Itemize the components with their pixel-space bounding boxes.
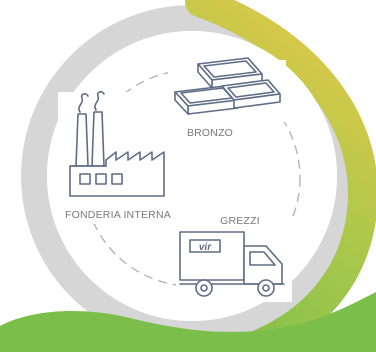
- label-grezzi: GREZZI: [220, 215, 260, 227]
- label-bronzo: BRONZO: [187, 127, 233, 139]
- delivery-truck-icon: vir: [179, 231, 285, 297]
- factory-icon: [69, 91, 165, 197]
- node-fonderia-interna: FONDERIA INTERNA: [58, 91, 171, 224]
- green-bottom-wave: [0, 292, 376, 352]
- bronze-ingots-icon: [174, 57, 281, 115]
- gradient-swoosh-right: [185, 0, 376, 352]
- truck-logo-text: vir: [199, 242, 212, 253]
- label-fonderia-interna: FONDERIA INTERNA: [65, 209, 171, 221]
- node-bronzo: BRONZO: [168, 57, 286, 139]
- node-grezzi: GREZZI vir: [176, 212, 292, 302]
